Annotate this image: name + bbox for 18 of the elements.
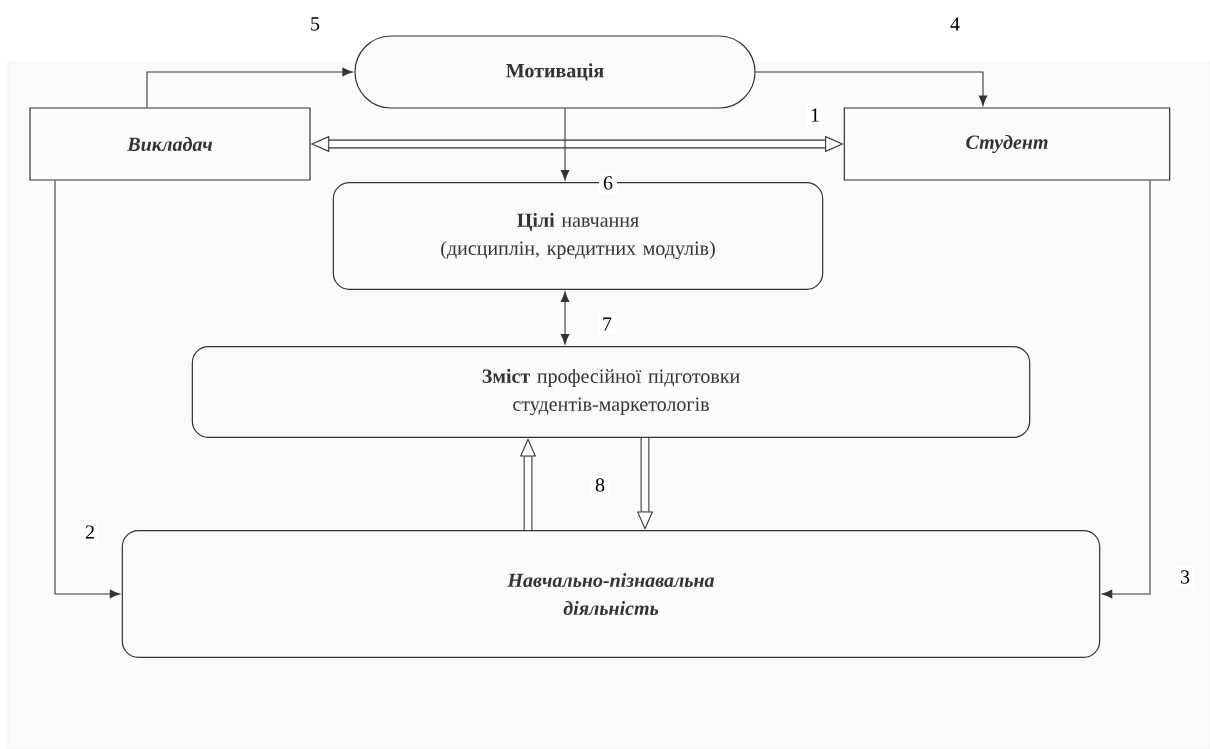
edge-label: 6 xyxy=(599,172,617,194)
edge-label: 1 xyxy=(806,104,824,126)
arrow xyxy=(560,291,570,345)
edge-label: 2 xyxy=(81,521,99,543)
arrow xyxy=(755,71,988,106)
arrow xyxy=(146,67,353,108)
role-box: Студент xyxy=(843,107,1171,181)
arrow xyxy=(54,180,121,599)
arrow xyxy=(1101,180,1151,599)
edge-label: 7 xyxy=(598,313,616,335)
process-box: Навчально-пізнавальна діяльність xyxy=(121,530,1101,658)
edge-label: 5 xyxy=(306,13,324,35)
arrow xyxy=(560,108,570,181)
edge-label: 3 xyxy=(1176,566,1194,588)
edge-label: 4 xyxy=(946,13,964,35)
role-box: Викладач xyxy=(29,107,311,181)
process-box: Зміст професійної підготовки студентів-маркетологів xyxy=(191,346,1031,438)
edge-label: 8 xyxy=(591,474,609,496)
